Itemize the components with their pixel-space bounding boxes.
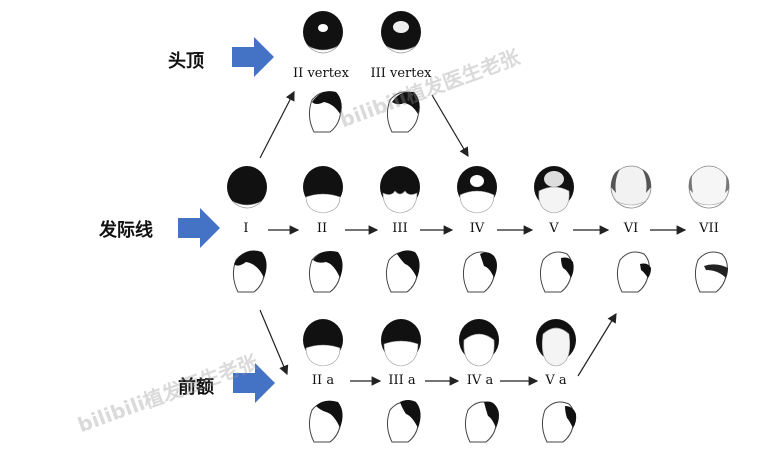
head-top-view-v-a (536, 319, 576, 367)
head-side-view-ii (308, 251, 343, 293)
stage-label-iii: III (392, 221, 408, 236)
arrow-right-icon (233, 363, 275, 403)
stage-label-iv: IV (469, 221, 485, 236)
head-side-view-iv-a (464, 401, 499, 443)
stage-label-ii: II (316, 221, 328, 236)
stage-label-ii-a: II a (311, 373, 335, 388)
stage-label-v: V (549, 221, 559, 236)
head-top-view-iv-a (459, 319, 499, 367)
row-label-vertex: 头顶 (168, 51, 204, 72)
head-side-view-i (232, 250, 267, 293)
head-side-view-vii (694, 251, 728, 293)
head-side-view-iii (385, 250, 420, 293)
arrow-right-icon (232, 37, 274, 77)
head-side-view-ii-vertex (308, 91, 342, 133)
head-side-view-iii-vertex (386, 91, 420, 133)
head-top-view-iii-a (381, 319, 421, 367)
stage-label-vi: VI (623, 221, 639, 236)
stage-label-iii-vertex: III vertex (370, 66, 432, 81)
stage-label-v-a: V a (545, 373, 567, 388)
stage-label-i: I (243, 221, 249, 236)
head-top-view-iii (380, 166, 420, 214)
stage-label-iii-a: III a (388, 373, 416, 388)
head-top-view-vi (610, 165, 652, 209)
head-top-view-iv (457, 166, 497, 214)
row-label-hairline: 发际线 (99, 220, 153, 241)
head-top-view-vii (688, 165, 730, 209)
head-side-view-vi (616, 251, 651, 293)
arrow-right-icon (178, 208, 220, 248)
head-top-view-iii-vertex (381, 11, 421, 54)
head-side-view-ii-a (308, 400, 343, 443)
head-top-view-v (534, 166, 574, 214)
head-top-view-ii (303, 166, 343, 214)
head-side-view-iii-a (386, 400, 421, 443)
stage-label-iv-a: IV a (466, 373, 494, 388)
head-side-view-v (539, 251, 574, 293)
head-top-view-i (227, 166, 267, 209)
stage-label-ii-vertex: II vertex (293, 66, 349, 81)
head-top-view-ii-a (303, 319, 343, 367)
head-side-view-v-a (541, 401, 577, 443)
row-label-frontal: 前额 (178, 377, 214, 398)
head-top-view-ii-vertex (303, 11, 343, 54)
head-side-view-iv (462, 251, 497, 293)
stage-label-vii: VII (699, 221, 719, 236)
